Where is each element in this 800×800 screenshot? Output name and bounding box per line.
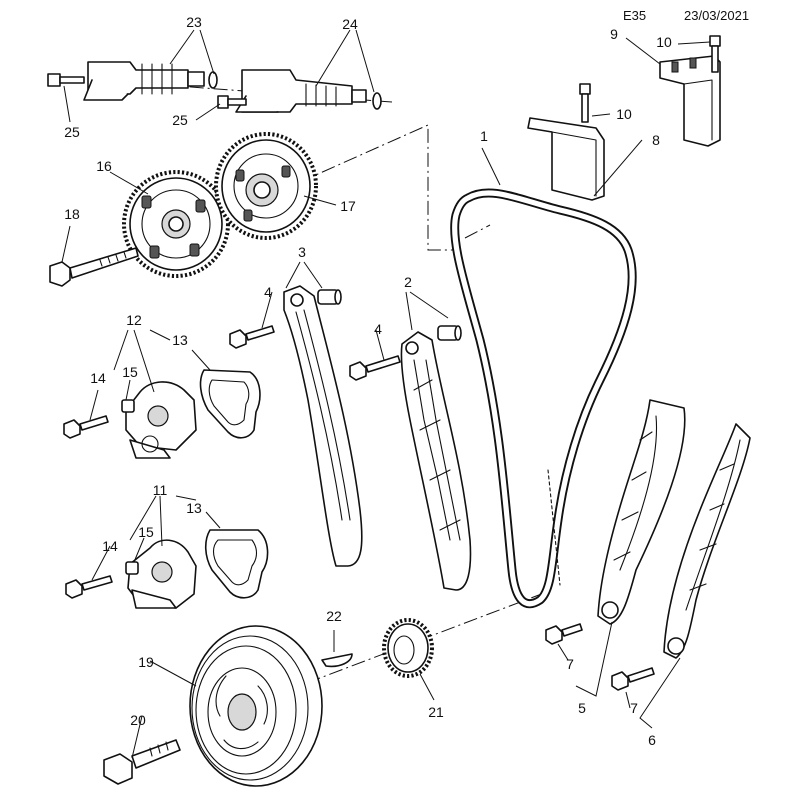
valve-seal-ring-left (208, 71, 218, 89)
crankshaft-pulley (189, 625, 323, 787)
callout-4-left: 4 (264, 284, 272, 300)
bolt-10-top (709, 35, 721, 73)
bolt-25-left (47, 73, 85, 87)
callout-17: 17 (340, 198, 356, 214)
callout-4-middle: 4 (374, 321, 382, 337)
bolt-20 (103, 739, 181, 785)
sleeve-3 (317, 289, 342, 305)
callout-21: 21 (428, 704, 444, 720)
callout-labels: 1 2 3 4 4 5 6 7 7 8 9 10 10 11 12 13 13 … (64, 14, 672, 748)
callout-15-upper: 15 (122, 364, 138, 380)
callout-14-lower: 14 (102, 538, 118, 554)
chain-guide-rail (400, 331, 472, 591)
plunger-15-upper (121, 399, 135, 413)
callout-13-upper: 13 (172, 332, 188, 348)
callout-11: 11 (153, 482, 168, 498)
callout-15-lower: 15 (138, 524, 154, 540)
callout-13-lower: 13 (186, 500, 202, 516)
woodruff-key (321, 653, 353, 668)
bolt-7-guide6 (611, 667, 655, 691)
bolt-14-lower (65, 575, 113, 599)
crankshaft-sprocket (382, 618, 434, 678)
guide-rail-5 (597, 399, 686, 625)
chain-tensioner-upper (125, 381, 197, 459)
gasket-13-upper (199, 369, 261, 439)
bolt-18 (49, 247, 139, 287)
callout-3: 3 (298, 244, 306, 260)
callout-8: 8 (652, 132, 660, 148)
oil-control-valve-right (235, 69, 367, 113)
plunger-15-lower (125, 561, 139, 575)
diagram-date: 23/03/2021 (684, 8, 749, 23)
callout-19: 19 (138, 654, 154, 670)
callout-24: 24 (342, 16, 358, 32)
guide-rail-9 (659, 55, 721, 147)
bolt-14-upper (63, 415, 109, 439)
callout-10-bracket: 10 (616, 106, 632, 122)
callout-16: 16 (96, 158, 112, 174)
callout-14-upper: 14 (90, 370, 106, 386)
callout-22: 22 (326, 608, 342, 624)
timing-chain (450, 188, 637, 609)
callout-5: 5 (578, 700, 586, 716)
bolt-4-middle (349, 355, 401, 381)
bolt-7-guide5 (545, 623, 583, 645)
callout-7-guide6: 7 (630, 700, 638, 716)
bolt-4-left (229, 325, 275, 349)
callout-1: 1 (480, 128, 488, 144)
oil-control-valve-left (83, 61, 205, 101)
callout-7-guide5: 7 (566, 656, 574, 672)
camshaft-adjuster-right (214, 132, 318, 240)
bolt-10-bracket (579, 83, 591, 123)
guide-rail-6 (663, 423, 751, 659)
callout-25-right: 25 (172, 112, 188, 128)
callout-20: 20 (130, 712, 146, 728)
callout-23: 23 (186, 14, 202, 30)
gasket-13-lower (204, 529, 269, 599)
callout-6: 6 (648, 732, 656, 748)
callout-2: 2 (404, 274, 412, 290)
tensioner-rail (283, 285, 363, 567)
callout-12: 12 (126, 312, 142, 328)
camshaft-adjuster-left (122, 170, 230, 278)
leader-lines (61, 29, 711, 759)
callout-10-top: 10 (656, 34, 672, 50)
callout-18: 18 (64, 206, 80, 222)
callout-9: 9 (610, 26, 618, 42)
chain-tensioner-lower (127, 539, 197, 609)
diagram-code: E35 (623, 8, 646, 23)
callout-25-left: 25 (64, 124, 80, 140)
guide-bracket-8 (527, 117, 605, 201)
sleeve-2 (437, 325, 462, 341)
valve-seal-ring-right (372, 92, 382, 110)
bolt-25-right (217, 95, 247, 109)
